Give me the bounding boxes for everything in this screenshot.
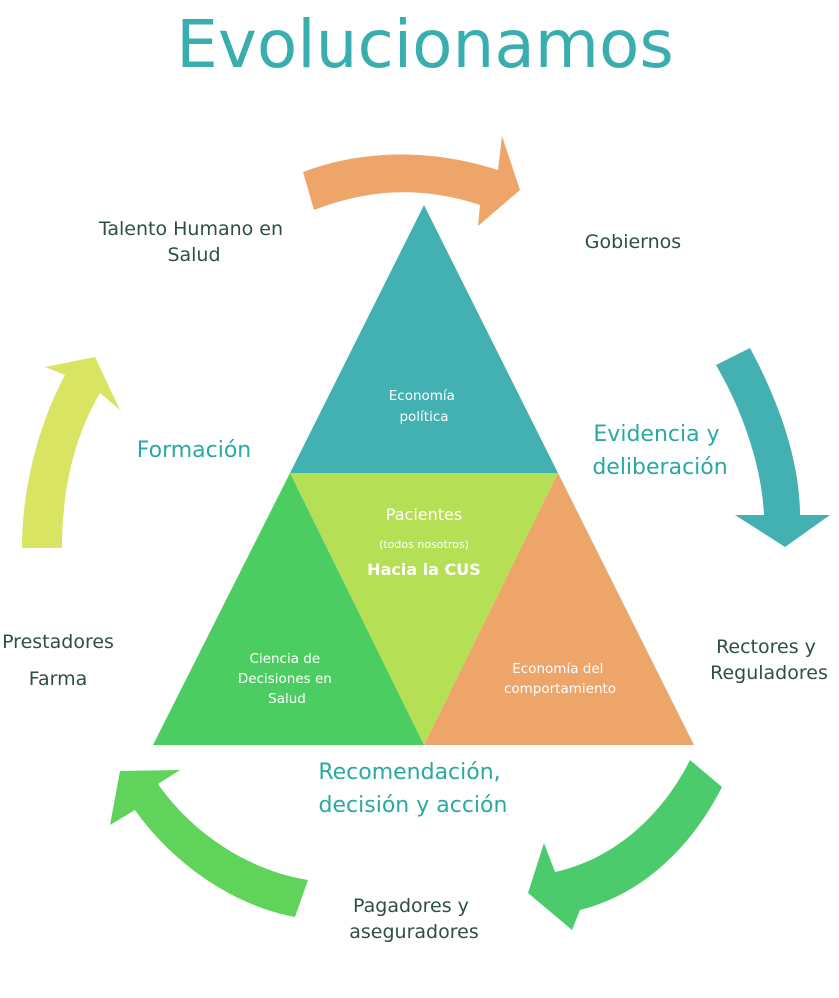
arrow-top-orange [303,136,520,226]
triangle-top-label: Economía política [389,388,460,425]
triangle-left-label: Ciencia de Decisiones en Salud [238,651,336,707]
stakeholder-talento: Talento Humano en Salud [98,218,289,266]
page-title: Evolucionamos [176,6,674,83]
center-subtitle: (todos nosotros) [379,538,469,551]
stakeholder-farma: Farma [29,668,87,690]
center-title: Pacientes [386,505,462,524]
stage-recomendacion: Recomendación, decisión y acción [318,760,507,818]
triangle-center [290,473,558,745]
stakeholder-rectores: Rectores y Reguladores [710,636,828,684]
triangle-right-label: Economía del comportamiento [504,661,616,697]
center-emphasis: Hacia la CUS [367,560,481,579]
stage-evidencia: Evidencia y deliberación [592,422,727,480]
triangle-top [290,205,558,473]
stakeholder-prestadores: Prestadores [2,631,114,653]
stakeholder-gobiernos: Gobiernos [585,231,681,253]
stakeholder-pagadores: Pagadores y aseguradores [349,895,478,943]
triangle-left [153,473,424,745]
arrow-right-teal [716,348,830,547]
arrow-bottom-right-green [528,760,722,930]
stage-formacion: Formación [137,438,252,463]
arrow-bottom-left-green [110,770,308,917]
arrow-left-lime [22,357,120,548]
triangle-right [424,473,694,745]
